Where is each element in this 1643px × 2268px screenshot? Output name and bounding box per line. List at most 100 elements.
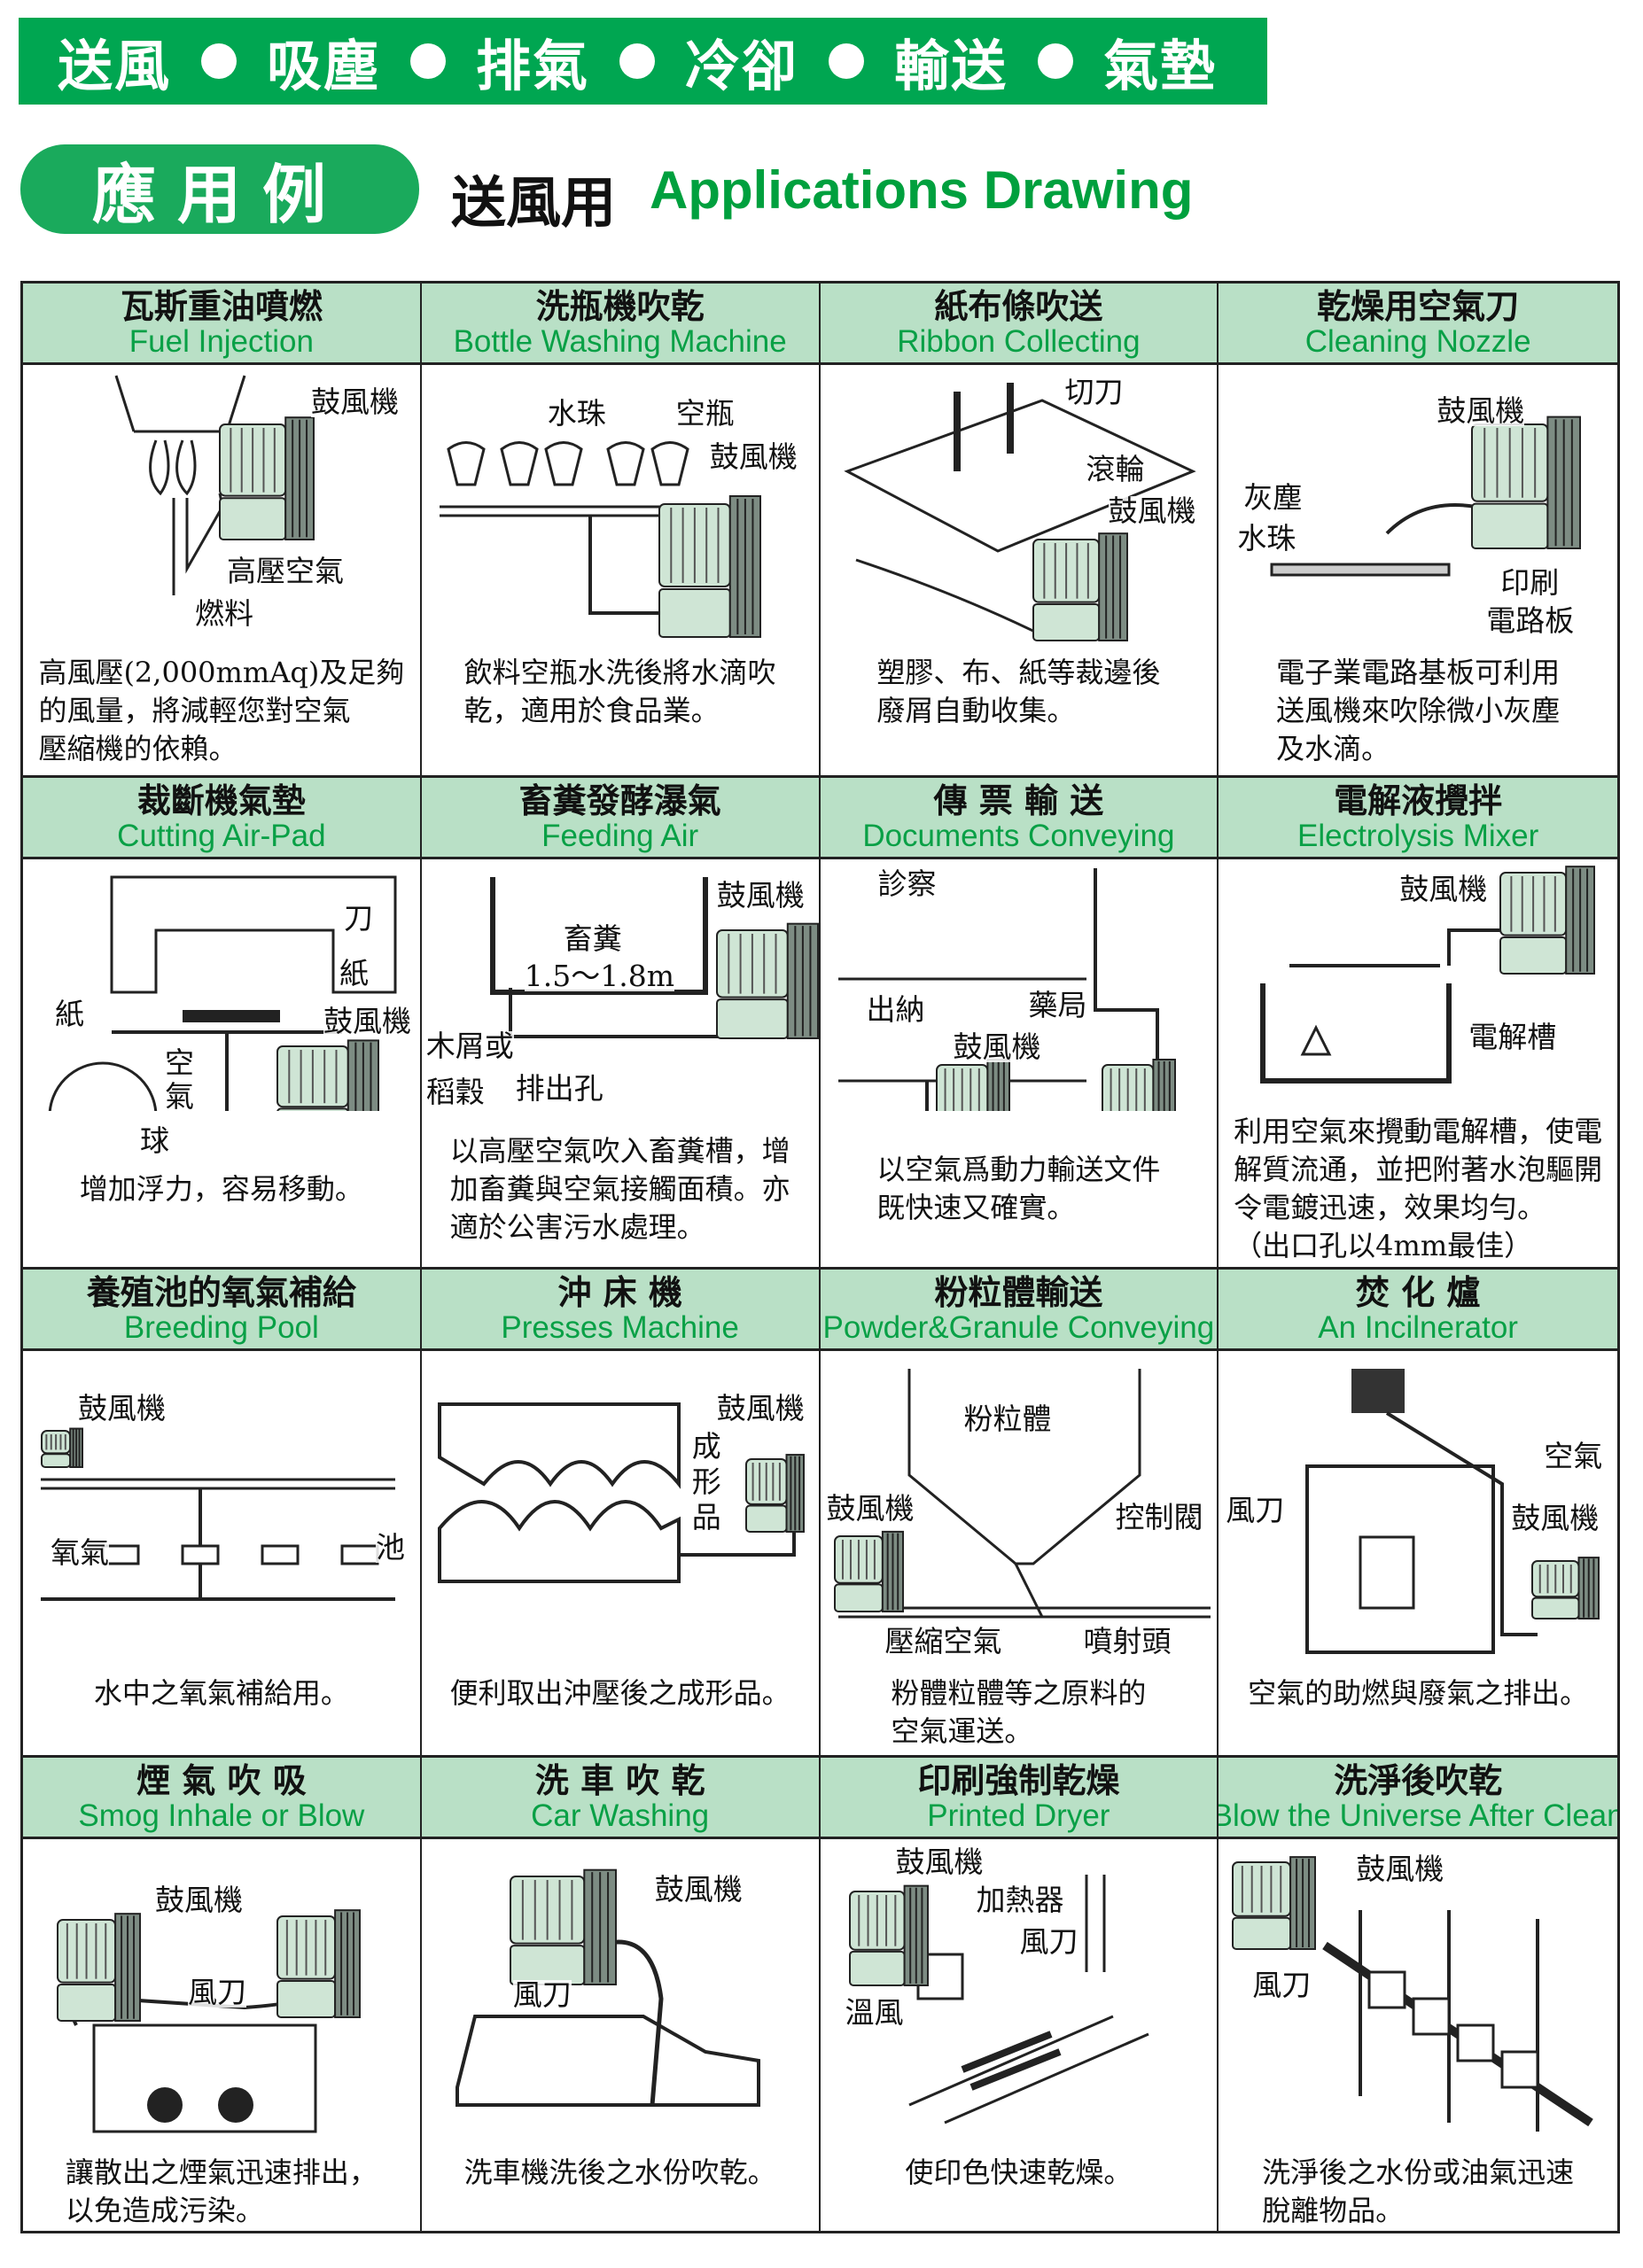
description-line: 令電鍍迅速，效果均勻。	[1234, 1191, 1546, 1224]
description-line: 以免造成污染。	[65, 2194, 264, 2227]
card-description: 利用空氣來攪動電解槽，使電解質流通，並把附著水泡驅開令電鍍迅速，效果均勻。（出口…	[1219, 1111, 1617, 1267]
diagram-label: 診察	[877, 866, 937, 901]
diagram-illustration	[1270, 416, 1582, 577]
description-line: 便利取出沖壓後之成形品。	[449, 1676, 790, 1710]
diagram-label: 鼓風機	[826, 1491, 915, 1526]
application-diagram: 粉粒體鼓風機控制閥壓縮空氣噴射頭	[821, 1351, 1218, 1669]
diagram-illustration	[41, 1427, 395, 1601]
card-description: 高風壓(2,000mmAq)及足夠的風量，將減輕您對空氣壓縮機的依賴。	[23, 649, 420, 775]
diagram-label: 風刀	[1252, 1968, 1312, 2002]
description-line: 的風量，將減輕您對空氣	[38, 694, 351, 727]
description-line: 空氣運送。	[891, 1714, 1033, 1748]
banner-item: 氣墊	[1103, 34, 1218, 98]
banner-item: 吸塵	[267, 34, 381, 98]
diagram-illustration	[843, 383, 1196, 641]
card-title-en: Smog Inhale or Blow	[78, 1798, 365, 1833]
blower-icon	[833, 1530, 904, 1612]
card-title-zh: 粉粒體輸送	[934, 1272, 1103, 1312]
application-diagram: 診察出納藥局鼓風機	[821, 859, 1218, 1111]
diagram-label: 稻穀	[425, 1075, 485, 1109]
diagram-label: 噴射頭	[1083, 1624, 1172, 1658]
diagram-label: 鼓風機	[1511, 1501, 1600, 1535]
diagram-label: 鼓風機	[895, 1845, 984, 1879]
blower-icon	[276, 1909, 362, 2019]
description-line: 解質流通，並把附著水泡驅開	[1234, 1153, 1603, 1186]
diagram-label: 鼓風機	[1437, 393, 1525, 428]
description-text: 洗車機洗後之水份吹乾。	[464, 2148, 776, 2192]
description-line: 讓散出之煙氣迅速排出，	[65, 2155, 378, 2189]
card-title-zh: 畜糞發酵瀑氣	[518, 781, 721, 820]
card-title-en: An Incilnerator	[1318, 1309, 1518, 1345]
description-line: 增加浮力，容易移動。	[79, 1171, 363, 1206]
description-line: 送風機來吹除微小灰塵	[1276, 694, 1561, 727]
card-description: 飲料空瓶水洗後將水滴吹乾，適用於食品業。	[422, 649, 819, 775]
card-description: 電子業電路基板可利用送風機來吹除微小灰塵及水滴。	[1219, 649, 1617, 775]
diagram-label: 溫風	[845, 1995, 904, 2030]
application-diagram: 鼓風機風刀	[422, 1839, 819, 2148]
diagram-label: 電路板	[1486, 603, 1575, 638]
diagram-label: 鼓風機	[311, 384, 399, 419]
section-badge: 應用例	[20, 144, 419, 234]
diagram-label: 藥局	[1028, 988, 1087, 1022]
diagram-label: 鼓風機	[709, 439, 798, 474]
description-line: 廢屑自動收集。	[876, 694, 1076, 727]
diagram-label: 鼓風機	[1356, 1852, 1444, 1886]
card-title-zh: 洗瓶機吹乾	[535, 286, 705, 326]
description-line: 適於公害污水處理。	[449, 1209, 705, 1244]
card-description: 洗車機洗後之水份吹乾。	[422, 2148, 819, 2231]
application-diagram: 空氣鼓風機風刀	[1219, 1351, 1617, 1669]
card-title-en: Powder&Granule Conveying	[822, 1309, 1215, 1345]
card-title-zh: 煙 氣 吹 吸	[136, 1760, 307, 1800]
application-diagram: 鼓風機電解槽	[1219, 859, 1617, 1111]
blower-icon	[935, 1059, 1010, 1111]
diagram-label: 池	[376, 1530, 405, 1565]
bullet-dot-icon	[619, 43, 656, 79]
card-title-zh: 養殖池的氧氣補給	[86, 1272, 356, 1312]
diagram-label: 鼓風機	[78, 1391, 166, 1425]
blower-icon	[57, 1913, 141, 2023]
diagram-label: 空瓶	[675, 396, 735, 431]
diagram-illustration	[1260, 866, 1596, 1084]
description-text: 高風壓(2,000mmAq)及足夠的風量，將減輕您對空氣壓縮機的依賴。	[38, 649, 404, 768]
card-description: 讓散出之煙氣迅速排出， 以免造成污染。	[23, 2148, 420, 2231]
bullet-dot-icon	[201, 43, 237, 79]
description-line: 加畜糞與空氣接觸面積。亦	[449, 1171, 790, 1206]
diagram-illustration	[837, 868, 1176, 1111]
blower-icon	[1101, 1059, 1176, 1111]
diagram-label: 木屑或	[425, 1029, 514, 1063]
diagram-label: 成	[691, 1429, 721, 1464]
diagram-label: 壓縮空氣	[884, 1624, 1002, 1658]
diagram-illustration	[1305, 1369, 1600, 1654]
description-text: 洗淨後之水份或油氣迅速脫離物品。	[1262, 2148, 1574, 2230]
card-title-en: Breeding Pool	[123, 1309, 319, 1345]
description-text: 利用空氣來攪動電解槽，使電解質流通，並把附著水泡驅開令電鍍迅速，效果均勻。（出口…	[1234, 1113, 1602, 1265]
diagram-label: 氧氣	[51, 1535, 109, 1570]
diagram-illustration	[833, 1369, 1211, 1619]
diagram-label: 鼓風機	[1108, 493, 1196, 528]
diagram-label: 鼓風機	[155, 1883, 243, 1917]
card-description: 空氣的助燃與廢氣之排出。	[1219, 1669, 1617, 1755]
blower-icon	[715, 922, 819, 1040]
diagram-label: 出納	[866, 992, 925, 1027]
description-line: 以高壓空氣吹入畜糞槽，增	[449, 1133, 790, 1168]
diagram-label: 高壓空氣	[227, 554, 344, 588]
description-line: 及水滴。	[1276, 732, 1390, 765]
diagram-label: 排出孔	[515, 1071, 603, 1106]
